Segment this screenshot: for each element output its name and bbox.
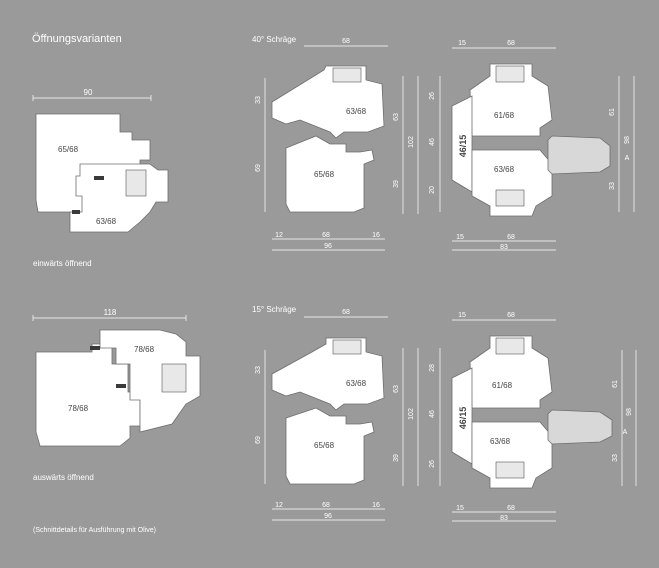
mullion-bottom-label-side: 46/15	[458, 407, 468, 430]
mullion-bottom-marker: A	[623, 429, 628, 436]
mullion-bottom-right-dim-1: 61	[612, 380, 619, 388]
inward-seal	[94, 176, 104, 180]
mullion-top-section: 15 68 26 46 20 61/68 46/15 63/68 61 98 3…	[429, 40, 635, 251]
outward-sash-profile	[99, 329, 201, 433]
outward-width-dim: 118	[104, 308, 117, 317]
outward-frame-label: 78/68	[68, 404, 89, 413]
variant-15-right-dim-a1: 63	[393, 385, 400, 393]
outward-seal	[90, 346, 100, 350]
variant-15-left-dim-2: 69	[255, 436, 262, 444]
mullion-bottom-upper-sash	[469, 335, 553, 409]
mullion-top-dim-1: 15	[458, 40, 466, 47]
mullion-bottom-dim-2: 68	[507, 312, 515, 319]
variant-15-top-dim: 68	[342, 309, 350, 316]
mullion-bottom-right-dim-3: 33	[612, 454, 619, 462]
mullion-top-marker: A	[625, 155, 630, 162]
variant-40-bottom-dim-3: 16	[372, 232, 380, 239]
mullion-top-handle[interactable]	[547, 135, 611, 175]
mullion-bottom-bottom-total: 83	[500, 515, 508, 522]
variant-15-glazing	[332, 339, 362, 355]
mullion-top-bottom-dim-1: 15	[456, 234, 464, 241]
inward-glazing	[125, 169, 147, 197]
mullion-bottom-upper-glazing	[495, 337, 525, 355]
variant-40-bottom-dim-1: 12	[275, 232, 283, 239]
variant-15-right-dim-b: 102	[408, 408, 415, 420]
variant-15-bottom-dim-1: 12	[275, 502, 283, 509]
outward-sash-label: 78/68	[134, 345, 155, 354]
variant-15-bottom-total: 96	[324, 513, 332, 520]
mullion-top-dim-2: 68	[507, 40, 515, 47]
mullion-top-lower-glazing	[495, 189, 525, 207]
mullion-top-label-top: 61/68	[494, 111, 515, 120]
variant-40-sash-profile	[271, 65, 385, 139]
variant-15-sash-profile	[271, 337, 385, 411]
variant-15-right-dim-a2: 39	[393, 454, 400, 462]
variant-40-top-dim: 68	[342, 38, 350, 45]
variant-40-frame-label: 65/68	[314, 170, 335, 179]
mullion-top-upper-glazing	[495, 65, 525, 83]
page-title: Öffnungsvarianten	[32, 33, 122, 45]
variant-40-frame-profile	[285, 135, 375, 213]
inward-sash-label: 63/68	[96, 217, 117, 226]
variant-40-bottom-dim-2: 68	[322, 232, 330, 239]
mullion-bottom-section: 15 68 28 46 26 61/68 46/15 63/68 61 98 3…	[429, 312, 637, 522]
inward-frame-label: 65/68	[58, 145, 79, 154]
mullion-bottom-label-top: 61/68	[492, 381, 513, 390]
mullion-top-left-dim-2: 46	[429, 138, 436, 146]
mullion-top-upper-sash	[469, 63, 553, 137]
mullion-bottom-left-dim-1: 28	[429, 364, 436, 372]
inward-seal	[72, 210, 80, 214]
mullion-top-bottom-dim-2: 68	[507, 234, 515, 241]
inward-sash-profile	[69, 163, 169, 233]
variant-40-heading: 40° Schräge	[252, 35, 297, 44]
mullion-top-left-dim-3: 20	[429, 186, 436, 194]
mullion-bottom-bottom-dim-1: 15	[456, 505, 464, 512]
outward-glazing	[161, 363, 187, 393]
mullion-top-right-dim-1: 61	[609, 108, 616, 116]
outward-caption: auswärts öffnend	[33, 473, 94, 482]
mullion-top-right-dim-2: 98	[624, 136, 631, 144]
variant-40-sash-label: 63/68	[346, 107, 367, 116]
inward-caption: einwärts öffnend	[33, 259, 92, 268]
inward-width-dim: 90	[84, 88, 93, 97]
variant-15-left-dim-1: 33	[255, 366, 262, 374]
mullion-bottom-bottom-dim-2: 68	[507, 505, 515, 512]
inward-section: 90 65/68 63/68 einwärts öffnend	[32, 88, 169, 268]
variant-15-heading: 15° Schräge	[252, 305, 297, 314]
mullion-top-label-bottom: 63/68	[494, 165, 515, 174]
variant-15-bottom-dim-3: 16	[372, 502, 380, 509]
mullion-bottom-dim-1: 15	[458, 312, 466, 319]
mullion-top-label-side: 46/15	[458, 135, 468, 158]
mullion-top-bottom-total: 83	[500, 244, 508, 251]
variant-40-section: 40° Schräge 68 33 69 63/68 65/68 63 39 1…	[252, 35, 419, 251]
variant-15-sash-label: 63/68	[346, 379, 367, 388]
variant-15-frame-profile	[285, 407, 375, 485]
variant-40-right-dim-a1: 63	[393, 113, 400, 121]
mullion-top-left-dim-1: 26	[429, 92, 436, 100]
variant-40-bottom-total: 96	[324, 243, 332, 250]
variant-40-left-dim-1: 33	[255, 96, 262, 104]
mullion-top-right-dim-3: 33	[609, 182, 616, 190]
variant-40-right-dim-b: 102	[408, 136, 415, 148]
footnote: (Schnittdetails für Ausführung mit Olive…	[33, 527, 156, 534]
mullion-bottom-lower-sash	[471, 421, 553, 489]
mullion-bottom-lower-glazing	[495, 461, 525, 479]
mullion-bottom-right-dim-2: 98	[626, 408, 633, 416]
variant-40-right-dim-a2: 39	[393, 180, 400, 188]
variant-15-bottom-dim-2: 68	[322, 502, 330, 509]
mullion-bottom-left-dim-3: 26	[429, 460, 436, 468]
mullion-bottom-left-dim-2: 46	[429, 410, 436, 418]
variant-15-section: 15° Schräge 68 33 69 63/68 65/68 63 39 1…	[252, 305, 419, 521]
outward-seal	[116, 384, 126, 388]
mullion-top-lower-sash	[471, 149, 553, 217]
variant-40-left-dim-2: 69	[255, 164, 262, 172]
mullion-bottom-handle[interactable]	[547, 409, 613, 445]
variant-15-frame-label: 65/68	[314, 441, 335, 450]
mullion-bottom-label-bottom: 63/68	[490, 437, 511, 446]
variant-40-glazing	[332, 67, 362, 83]
outward-section: 118 78/68 78/68 auswärts öffnend	[32, 308, 201, 482]
